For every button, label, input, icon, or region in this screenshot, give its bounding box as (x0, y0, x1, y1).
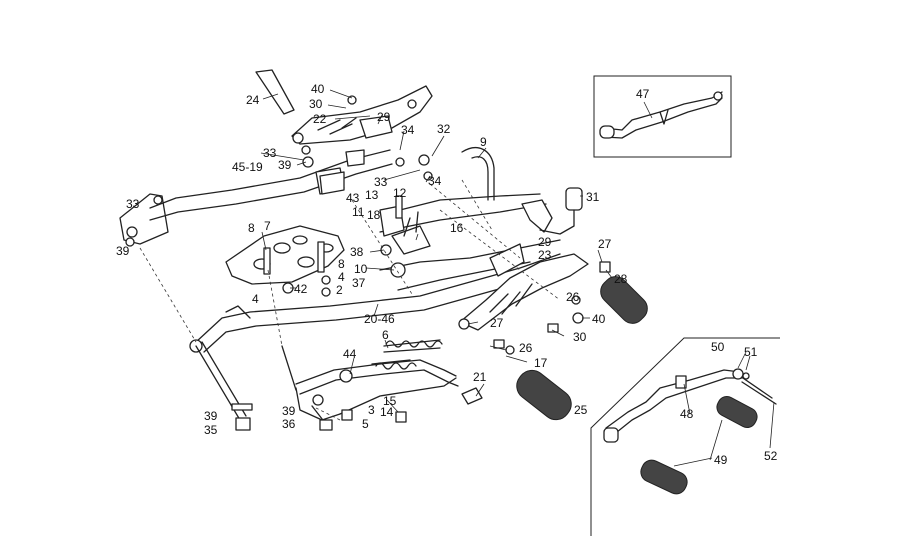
label-33: 33 (374, 175, 388, 189)
label-8: 8 (248, 221, 255, 235)
label-33: 33 (263, 146, 277, 160)
label-52: 52 (764, 449, 778, 463)
label-34: 34 (428, 174, 442, 188)
top-bracket (255, 69, 433, 145)
curved-tube-9 (461, 147, 495, 201)
label-45-19: 45-19 (232, 160, 263, 174)
part-31 (539, 187, 583, 235)
label-28: 28 (614, 272, 628, 286)
part-labels: 40 30 22 29 24 34 32 33 39 45-19 9 33 34… (116, 82, 778, 467)
label-26: 26 (566, 290, 580, 304)
mounting-plate-7 (225, 225, 345, 285)
label-2: 2 (336, 283, 343, 297)
label-7: 7 (264, 219, 271, 233)
label-24: 24 (246, 93, 260, 107)
label-21: 21 (473, 370, 487, 384)
right-footrest-bracket (458, 199, 589, 331)
label-30: 30 (573, 330, 587, 344)
label-50: 50 (711, 340, 725, 354)
label-39: 39 (282, 404, 296, 418)
inset-box-47 (593, 75, 732, 158)
label-38: 38 (350, 245, 364, 259)
label-32: 32 (437, 122, 451, 136)
label-44: 44 (343, 347, 357, 361)
label-17: 17 (534, 356, 548, 370)
label-39: 39 (116, 244, 130, 258)
label-15: 15 (383, 394, 397, 408)
label-27: 27 (598, 237, 612, 251)
footpeg-rubber-49a (716, 395, 758, 429)
label-40: 40 (592, 312, 606, 326)
label-31: 31 (586, 190, 600, 204)
label-22: 22 (313, 112, 327, 126)
brake-lever-assembly (281, 339, 483, 421)
label-11: 11 (352, 205, 365, 219)
label-4: 4 (338, 270, 345, 284)
label-39: 39 (204, 409, 218, 423)
footpeg-rubber-49b (640, 459, 688, 495)
label-8: 8 (338, 257, 345, 271)
label-9: 9 (480, 135, 487, 149)
label-42: 42 (294, 282, 308, 296)
label-37: 37 (352, 276, 366, 290)
label-51: 51 (744, 345, 758, 359)
label-3: 3 (368, 403, 375, 417)
label-30: 30 (309, 97, 323, 111)
label-10: 10 (354, 262, 368, 276)
label-4: 4 (252, 292, 259, 306)
label-29: 29 (538, 235, 552, 249)
label-39: 39 (278, 158, 292, 172)
footpeg-rubber-25 (516, 369, 572, 421)
label-36: 36 (282, 417, 296, 431)
assembly-guide-lines (139, 179, 561, 421)
label-35: 35 (204, 423, 218, 437)
label-25: 25 (574, 403, 588, 417)
label-20-46: 20-46 (364, 312, 395, 326)
label-6: 6 (382, 328, 389, 342)
label-14: 14 (380, 405, 394, 419)
label-13: 13 (365, 188, 379, 202)
label-5: 5 (362, 417, 369, 431)
label-47: 47 (636, 87, 650, 101)
label-40: 40 (311, 82, 325, 96)
label-26: 26 (519, 341, 533, 355)
footpeg-rubber-28 (600, 276, 648, 324)
label-27: 27 (490, 316, 504, 330)
bolts-and-nuts (125, 95, 611, 431)
label-12: 12 (393, 186, 407, 200)
label-33: 33 (126, 197, 140, 211)
label-34: 34 (401, 123, 415, 137)
inset-box-48-52 (590, 337, 780, 536)
label-48: 48 (680, 407, 694, 421)
label-43: 43 (346, 191, 360, 205)
leader-lines (260, 89, 775, 467)
label-29: 29 (377, 110, 391, 124)
label-18: 18 (367, 208, 381, 222)
label-49: 49 (714, 453, 728, 467)
label-23: 23 (538, 248, 552, 262)
label-16: 16 (450, 221, 464, 235)
